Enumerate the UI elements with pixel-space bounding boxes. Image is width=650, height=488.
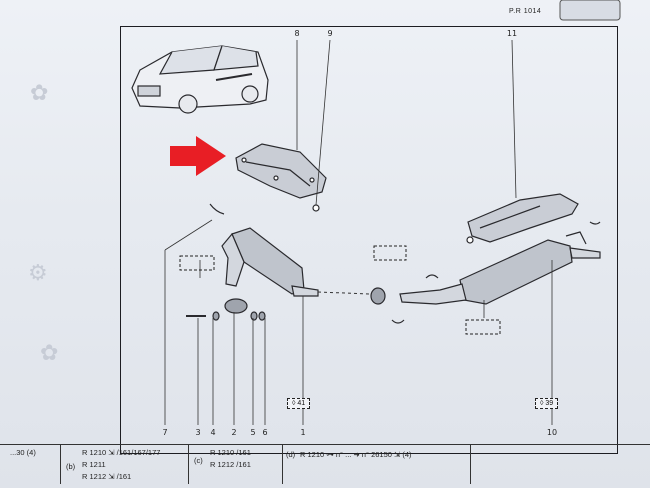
ref-box-39: ◊ 39 bbox=[535, 398, 559, 409]
footer-d-row1: R 1210 ⊶ n° ... ➜ n° 26150 ⇲ (4) bbox=[300, 450, 412, 459]
heat-shield-rear bbox=[467, 193, 579, 243]
callout-2: 2 bbox=[231, 428, 237, 437]
heat-shield-front bbox=[235, 143, 327, 199]
footer-b-tag: (b) bbox=[66, 462, 76, 471]
callout-10: 10 bbox=[546, 428, 558, 437]
reference-boxes bbox=[179, 245, 501, 335]
clamps bbox=[186, 203, 601, 324]
callout-11: 11 bbox=[506, 29, 518, 38]
bleed-through-symbol: ✿ bbox=[30, 80, 49, 105]
table-divider bbox=[282, 444, 283, 484]
footer-c-tag: (c) bbox=[194, 456, 203, 465]
bleed-through-symbol: ⚙ bbox=[28, 260, 48, 285]
footer-c-row1: R 1210 /161 bbox=[210, 448, 251, 457]
rear-silencer bbox=[399, 231, 601, 305]
callout-1: 1 bbox=[300, 428, 306, 437]
bleed-through-symbol: ✿ bbox=[40, 340, 59, 365]
callout-6: 6 bbox=[262, 428, 268, 437]
callout-9: 9 bbox=[327, 29, 333, 38]
table-divider bbox=[188, 444, 189, 484]
red-arrow-icon bbox=[170, 136, 226, 176]
callout-3: 3 bbox=[195, 428, 201, 437]
callout-8: 8 bbox=[294, 29, 300, 38]
connection-dashes bbox=[317, 291, 371, 295]
footer-b-row2: R 1211 bbox=[82, 460, 106, 469]
callout-5: 5 bbox=[250, 428, 256, 437]
table-divider bbox=[60, 444, 61, 484]
callout-4: 4 bbox=[210, 428, 216, 437]
callout-7: 7 bbox=[162, 428, 168, 437]
car-illustration bbox=[131, 45, 269, 114]
leader-lines bbox=[164, 39, 553, 425]
applicability-table: ...30 (4) (b) R 1210 ⇲ /161/167/177 R 12… bbox=[0, 440, 650, 488]
corner-sketch bbox=[559, 0, 621, 21]
table-rule bbox=[0, 444, 650, 445]
ref-box-41: ◊ 41 bbox=[287, 398, 311, 409]
footer-b-row3: R 1212 ⇲ /161 bbox=[82, 472, 132, 481]
footer-c-row2: R 1212 /161 bbox=[210, 460, 251, 469]
footer-a-fragment: ...30 (4) bbox=[10, 448, 36, 457]
footer-d-tag: (d) bbox=[286, 450, 296, 459]
footer-b-row1: R 1210 ⇲ /161/167/177 bbox=[82, 448, 161, 457]
page-reference: P.R 1014 bbox=[509, 8, 542, 15]
table-divider bbox=[470, 444, 471, 484]
diagram-frame bbox=[120, 26, 618, 454]
front-silencer bbox=[221, 227, 319, 297]
